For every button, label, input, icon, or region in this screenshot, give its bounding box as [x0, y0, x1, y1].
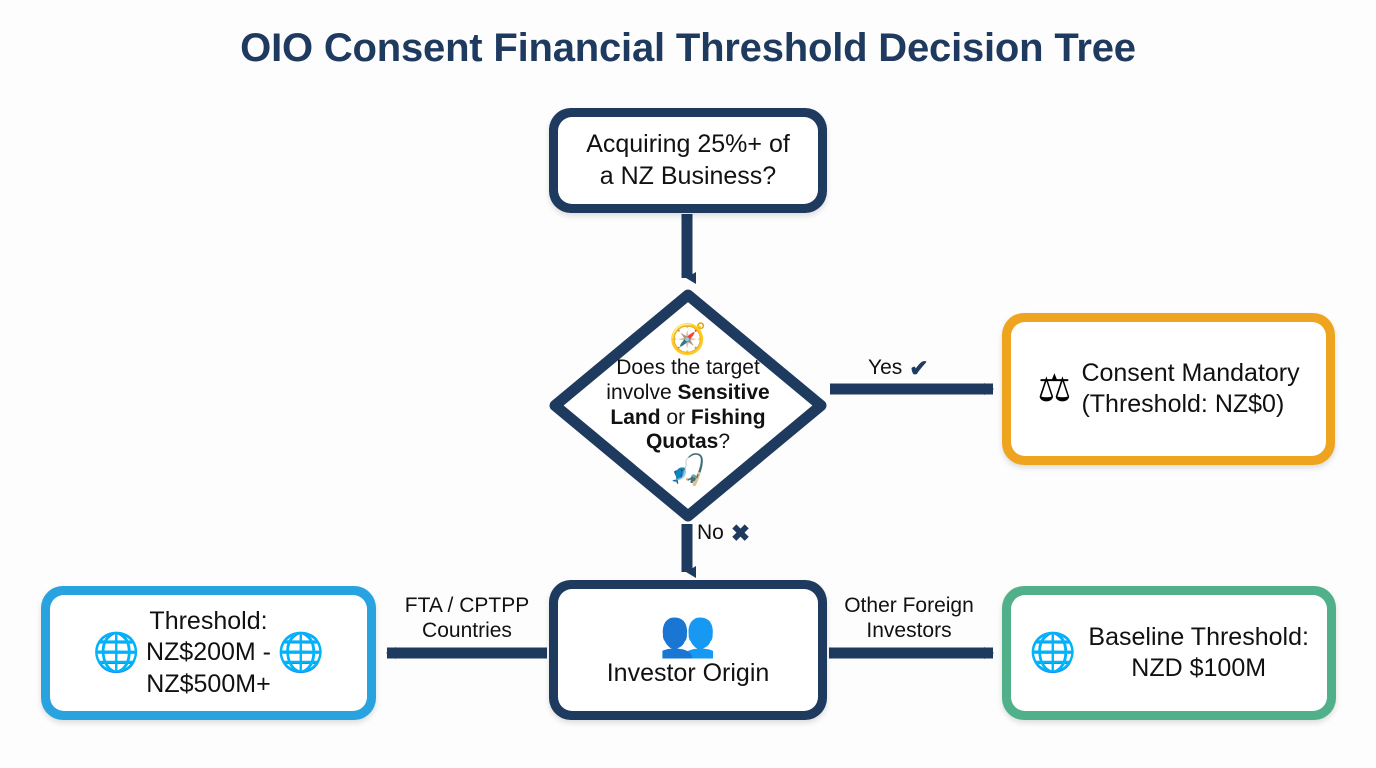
node-fta-label: Threshold: NZ$200M - NZ$500M+ — [145, 606, 272, 698]
decision-bold-sensitive: Sensitive — [677, 380, 770, 404]
node-consent-inner: ⚖ Consent Mandatory (Threshold: NZ$0) — [1011, 322, 1326, 456]
edge-label-other-investors: Other Foreign Investors — [844, 594, 974, 642]
decision-line-2-prefix: involve — [606, 380, 678, 404]
node-investor-origin[interactable]: 👥 Investor Origin — [549, 580, 827, 720]
compass-icon: 🧭 — [669, 322, 707, 356]
decision-line-4-suffix: ? — [718, 430, 730, 454]
check-icon: ✔ — [909, 355, 929, 381]
node-consent-mandatory[interactable]: ⚖ Consent Mandatory (Threshold: NZ$0) — [1002, 313, 1335, 465]
decision-bold-land: Land — [610, 405, 661, 429]
people-group-icon: 👥 — [659, 607, 717, 660]
node-start-label: Acquiring 25%+ of a NZ Business? — [586, 130, 790, 190]
node-consent-label: Consent Mandatory (Threshold: NZ$0) — [1081, 358, 1300, 419]
edge-label-yes-text: Yes — [868, 356, 903, 380]
globe-exchange-icon: 🌐 — [277, 632, 325, 674]
cross-icon: ✖ — [730, 520, 751, 546]
node-baseline-label: Baseline Threshold: NZD $100M — [1088, 622, 1309, 683]
edge-label-fta-countries: FTA / CPTPP Countries — [404, 594, 530, 642]
globe-cursor-icon: 🌐 — [1029, 632, 1077, 674]
node-decision-sensitive-land[interactable]: 🧭 Does the target involve Sensitive Land… — [548, 288, 828, 523]
node-fta-inner: 🌐 Threshold: NZ$200M - NZ$500M+ 🌐 — [50, 595, 367, 711]
edge-label-no: No ✖ — [697, 520, 750, 547]
decision-line-3-mid: or — [660, 405, 691, 429]
page-title: OIO Consent Financial Threshold Decision… — [240, 26, 1136, 70]
gavel-icon: ⚖ — [1037, 368, 1072, 410]
node-investor-inner: 👥 Investor Origin — [558, 589, 818, 711]
node-decision-label: Does the target involve Sensitive Land o… — [606, 356, 769, 455]
node-baseline-inner: 🌐 Baseline Threshold: NZD $100M — [1011, 595, 1327, 711]
node-fta-threshold[interactable]: 🌐 Threshold: NZ$200M - NZ$500M+ 🌐 — [41, 586, 376, 720]
edge-label-no-text: No — [697, 521, 724, 545]
node-investor-label: Investor Origin — [606, 659, 770, 688]
node-start-inner: Acquiring 25%+ of a NZ Business? — [558, 117, 818, 204]
node-baseline-threshold[interactable]: 🌐 Baseline Threshold: NZD $100M — [1002, 586, 1336, 720]
fishing-pole-icon: 🎣 — [669, 454, 707, 488]
node-decision-content: 🧭 Does the target involve Sensitive Land… — [548, 288, 828, 523]
edge-label-yes: Yes ✔ — [868, 355, 929, 382]
diamond-shape — [549, 289, 827, 522]
decision-line-1: Does the target — [616, 355, 760, 379]
decision-bold-quotas: Quotas — [645, 430, 719, 454]
decision-bold-fishing: Fishing — [690, 405, 766, 429]
globe-exchange-icon: 🌐 — [92, 632, 140, 674]
node-start-acquiring[interactable]: Acquiring 25%+ of a NZ Business? — [549, 108, 827, 213]
